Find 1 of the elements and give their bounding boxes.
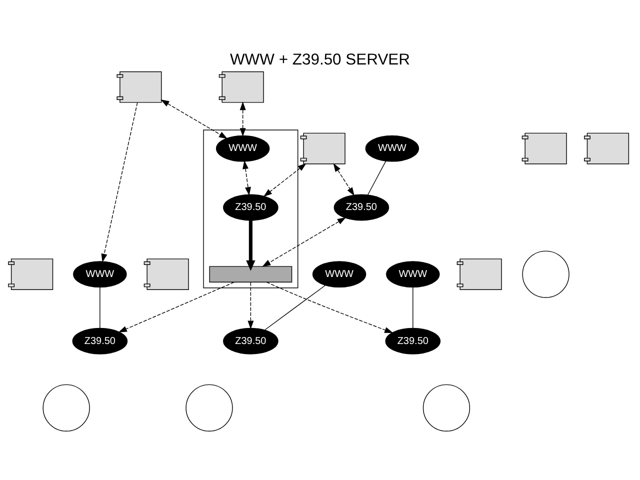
- diagram-title: WWW + Z39.50 SERVER: [230, 51, 410, 68]
